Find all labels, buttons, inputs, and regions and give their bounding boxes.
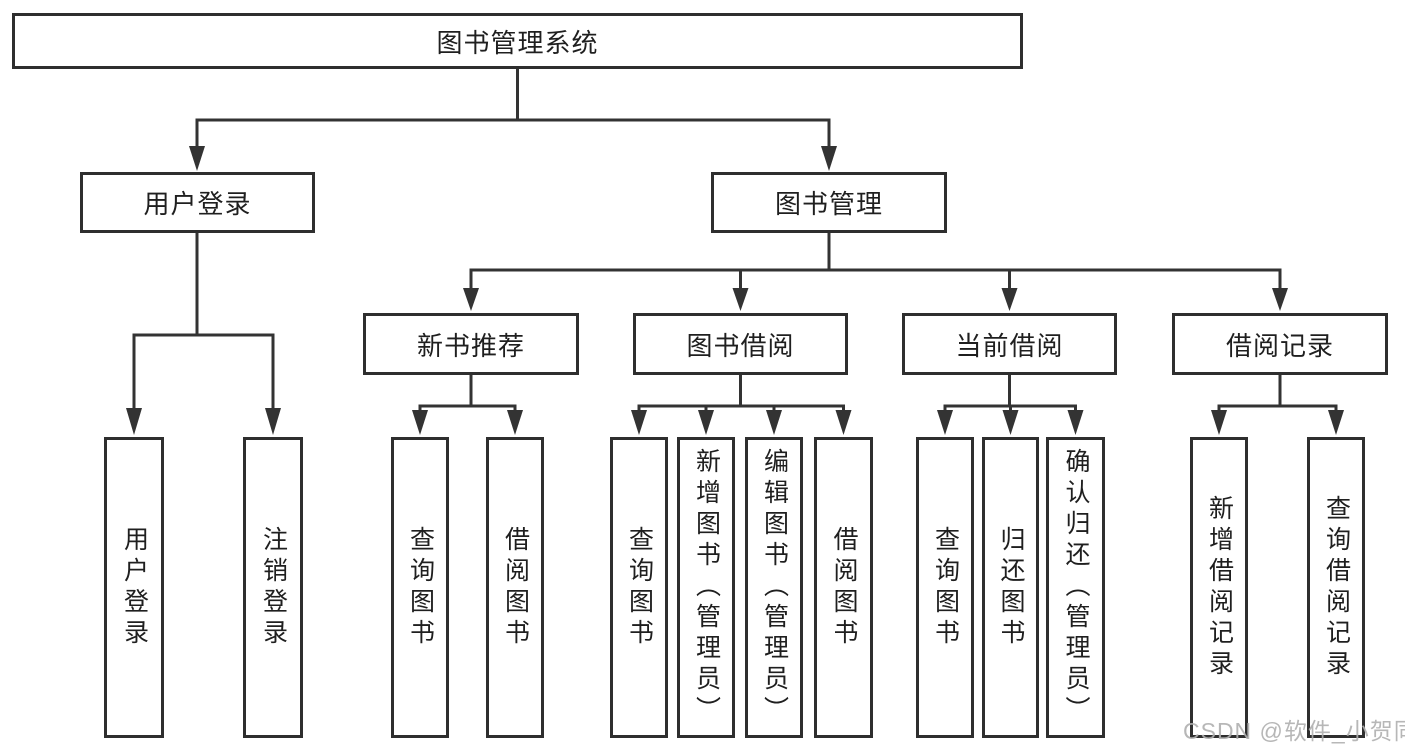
node-root: 图书管理系统 [12, 13, 1023, 69]
node-leaf-rec-borrow-books-label: 借阅图书 [501, 525, 530, 650]
connector-borrow-children [631, 375, 852, 435]
node-book-mgmt: 图书管理 [711, 172, 947, 233]
node-leaf-bb-borrow-books-label: 借阅图书 [830, 525, 858, 650]
watermark: CSDN @软件_小贺同学 [1183, 718, 1405, 744]
node-leaf-rec-query-books: 查询图书 [391, 437, 449, 738]
node-leaf-br-add-record: 新增借阅记录 [1190, 437, 1248, 738]
node-leaf-br-add-record-label: 新增借阅记录 [1205, 494, 1234, 681]
node-leaf-logout-label: 注销登录 [259, 525, 288, 650]
node-leaf-logout: 注销登录 [243, 437, 303, 738]
node-leaf-br-query-record-label: 查询借阅记录 [1322, 494, 1351, 681]
node-leaf-bb-add-books-label: 新增图书（管理员） [692, 448, 721, 727]
node-book-mgmt-label: 图书管理 [774, 189, 883, 219]
node-leaf-cb-query-books-label: 查询图书 [931, 525, 960, 650]
node-leaf-bb-query-books: 查询图书 [610, 437, 668, 738]
node-leaf-cb-return-books: 归还图书 [982, 437, 1039, 738]
node-leaf-bb-add-books: 新增图书（管理员） [677, 437, 735, 738]
node-borrow-records-label: 借阅记录 [1225, 330, 1334, 361]
node-current-borrow: 当前借阅 [902, 313, 1117, 375]
connector-current-children [937, 375, 1084, 435]
connector-book-mgmt-children [463, 233, 1288, 311]
node-borrow-records: 借阅记录 [1172, 313, 1388, 375]
node-leaf-rec-query-books-label: 查询图书 [406, 525, 435, 650]
node-book-borrow: 图书借阅 [633, 313, 848, 375]
node-new-book-rec-label: 新书推荐 [416, 330, 525, 361]
node-leaf-cb-confirm-return: 确认归还（管理员） [1046, 437, 1105, 738]
node-leaf-cb-return-books-label: 归还图书 [997, 525, 1025, 650]
connector-records-children [1211, 375, 1344, 435]
node-leaf-bb-query-books-label: 查询图书 [625, 525, 654, 650]
node-leaf-br-query-record: 查询借阅记录 [1307, 437, 1365, 738]
node-leaf-cb-query-books: 查询图书 [916, 437, 974, 738]
connector-root-to-level2 [189, 68, 837, 171]
node-current-borrow-label: 当前借阅 [955, 330, 1064, 361]
node-root-label: 图书管理系统 [436, 27, 599, 58]
node-leaf-user-login: 用户登录 [104, 437, 164, 738]
node-leaf-user-login-label: 用户登录 [120, 525, 149, 650]
connector-user-login-children [126, 233, 281, 435]
node-leaf-rec-borrow-books: 借阅图书 [486, 437, 544, 738]
node-user-login-label: 用户登录 [143, 189, 252, 219]
connector-new-rec-children [412, 375, 523, 435]
node-user-login: 用户登录 [80, 172, 315, 233]
node-leaf-cb-confirm-return-label: 确认归还（管理员） [1062, 448, 1090, 727]
node-new-book-rec: 新书推荐 [363, 313, 579, 375]
node-leaf-bb-edit-books: 编辑图书（管理员） [745, 437, 803, 738]
node-leaf-bb-edit-books-label: 编辑图书（管理员） [760, 448, 789, 727]
node-leaf-bb-borrow-books: 借阅图书 [814, 437, 873, 738]
node-book-borrow-label: 图书借阅 [686, 330, 795, 361]
